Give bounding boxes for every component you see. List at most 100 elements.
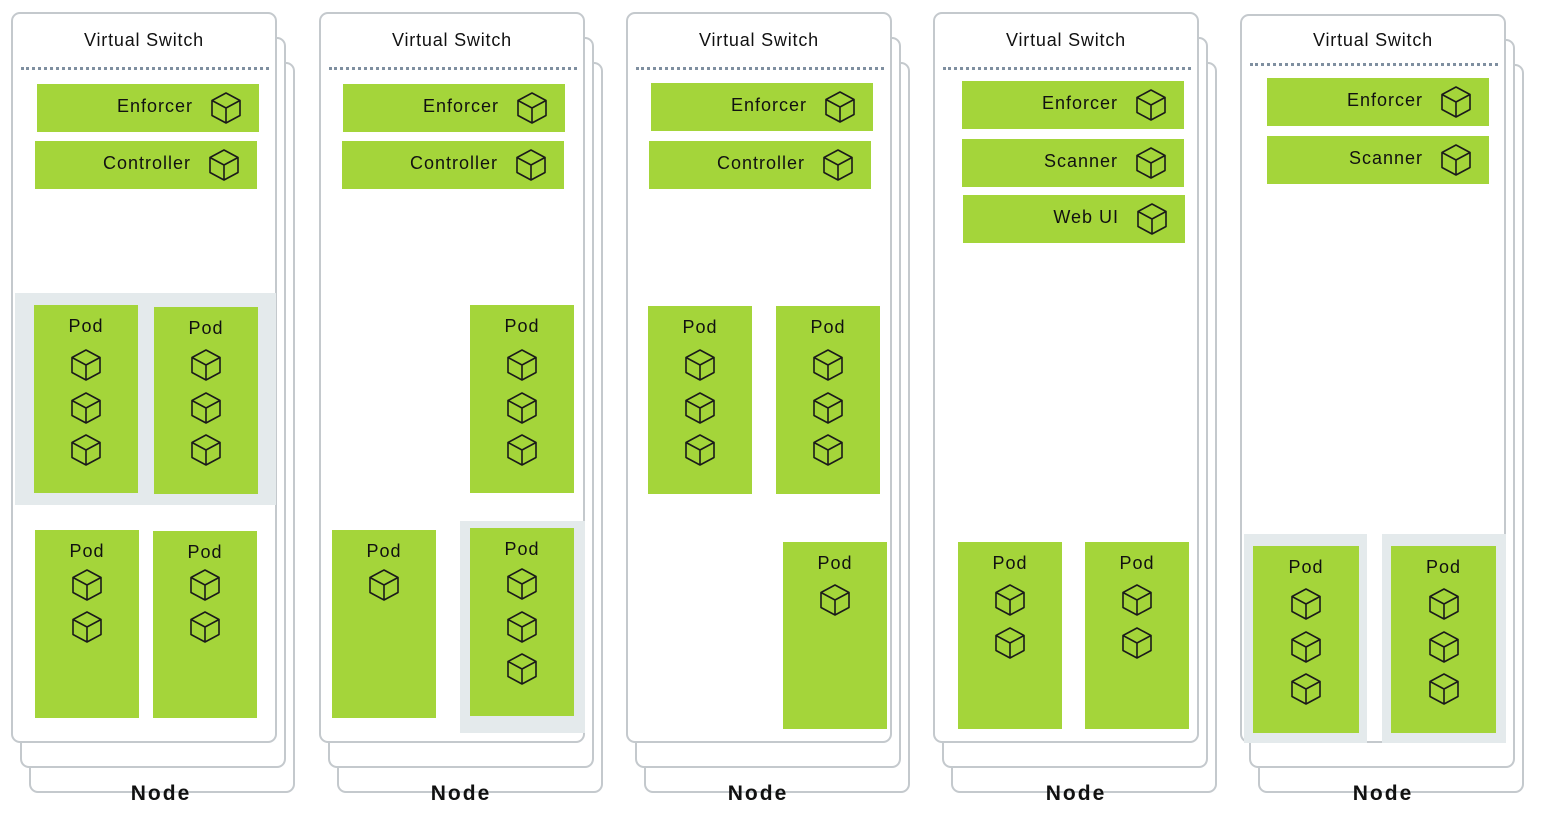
node-card: Virtual Switch Enforcer Controller Pod P… [11,12,277,743]
cube-icon [1119,625,1155,661]
cube-icon [1288,586,1324,622]
pod-label: Pod [188,318,224,338]
service-label: Enforcer [1041,93,1118,113]
cube-icon [810,432,846,468]
pod-label: Pod [682,317,718,337]
service-label: Scanner [1043,151,1118,171]
pod-label: Pod [817,553,853,573]
cube-icon [504,432,540,468]
service-label: Enforcer [422,96,499,116]
cube-icon [187,567,223,603]
service-label: Enforcer [116,96,193,116]
virtual-switch-title: Virtual Switch [699,30,819,50]
service-enforcer: Enforcer [37,84,259,132]
pod: Pod [648,306,752,494]
pod-label: Pod [1425,557,1462,577]
cube-icon [504,390,540,426]
cube-icon [504,566,540,602]
node-label: Node [1045,782,1107,805]
virtual-switch-divider [21,67,269,70]
cube-icon [1288,671,1324,707]
service-label: Controller [409,153,498,173]
cube-icon [992,582,1028,618]
cube-icon [69,609,105,645]
cube-icon [810,390,846,426]
virtual-switch-title: Virtual Switch [1313,30,1433,50]
service-enforcer: Enforcer [1267,78,1489,126]
pod-label: Pod [366,541,402,561]
cube-icon [1133,87,1169,123]
cube-icon [513,147,549,183]
pod: Pod [1253,546,1359,733]
virtual-switch-divider [636,67,884,70]
pod-label: Pod [504,539,540,559]
service-enforcer: Enforcer [651,83,873,131]
cube-icon [1119,582,1155,618]
pod: Pod [470,305,574,493]
pod: Pod [776,306,880,494]
cube-icon [208,90,244,126]
pod: Pod [1391,546,1496,733]
cube-icon [1426,586,1462,622]
cube-icon [504,609,540,645]
pod: Pod [153,531,257,718]
virtual-switch-title: Virtual Switch [392,30,512,50]
cube-icon [682,347,718,383]
cube-icon [1438,84,1474,120]
cube-icon [817,582,853,618]
cube-icon [504,347,540,383]
service-label: Controller [102,153,191,173]
pod: Pod [1085,542,1189,729]
service-label: Controller [716,153,805,173]
virtual-switch-divider [329,67,577,70]
cube-icon [822,89,858,125]
service-enforcer: Enforcer [962,81,1184,129]
virtual-switch-divider [1250,63,1498,66]
service-scanner: Scanner [962,139,1184,187]
pod-label: Pod [68,316,104,336]
service-label: Scanner [1348,148,1423,168]
node-label: Node [130,782,192,805]
pod: Pod [958,542,1062,729]
pod: Pod [34,305,138,493]
cube-icon [514,90,550,126]
service-label: Web UI [1053,207,1119,227]
service-label: Enforcer [730,95,807,115]
cube-icon [820,147,856,183]
pod: Pod [154,307,258,494]
pod-label: Pod [504,316,540,336]
cube-icon [68,432,104,468]
cube-icon [1426,671,1462,707]
cube-icon [206,147,242,183]
cube-icon [992,625,1028,661]
service-controller: Controller [342,141,564,189]
cube-icon [68,347,104,383]
virtual-switch-title: Virtual Switch [84,30,204,50]
cube-icon [68,390,104,426]
node-card: Virtual Switch Enforcer Controller Pod P… [319,12,585,743]
service-label: Enforcer [1346,90,1423,110]
node-card: Virtual Switch Enforcer Controller Pod P… [626,12,892,743]
node-label: Node [1352,782,1414,805]
cube-icon [366,567,402,603]
pod: Pod [332,530,436,718]
cube-icon [188,347,224,383]
cube-icon [810,347,846,383]
node-card: Virtual Switch Enforcer Scanner Web UI P… [933,12,1199,743]
service-controller: Controller [35,141,257,189]
pod: Pod [470,528,574,716]
node-card: Virtual Switch Enforcer Scanner Pod Pod [1240,14,1506,743]
pod-label: Pod [810,317,846,337]
service-scanner: Scanner [1267,136,1489,184]
cube-icon [69,567,105,603]
cube-icon [1426,629,1462,665]
cube-icon [188,390,224,426]
pod-label: Pod [187,542,223,562]
pod-label: Pod [69,541,105,561]
virtual-switch-divider [943,67,1191,70]
service-web-ui: Web UI [963,195,1185,243]
cube-icon [682,432,718,468]
service-controller: Controller [649,141,871,189]
node-label: Node [430,782,492,805]
cube-icon [1134,201,1170,237]
